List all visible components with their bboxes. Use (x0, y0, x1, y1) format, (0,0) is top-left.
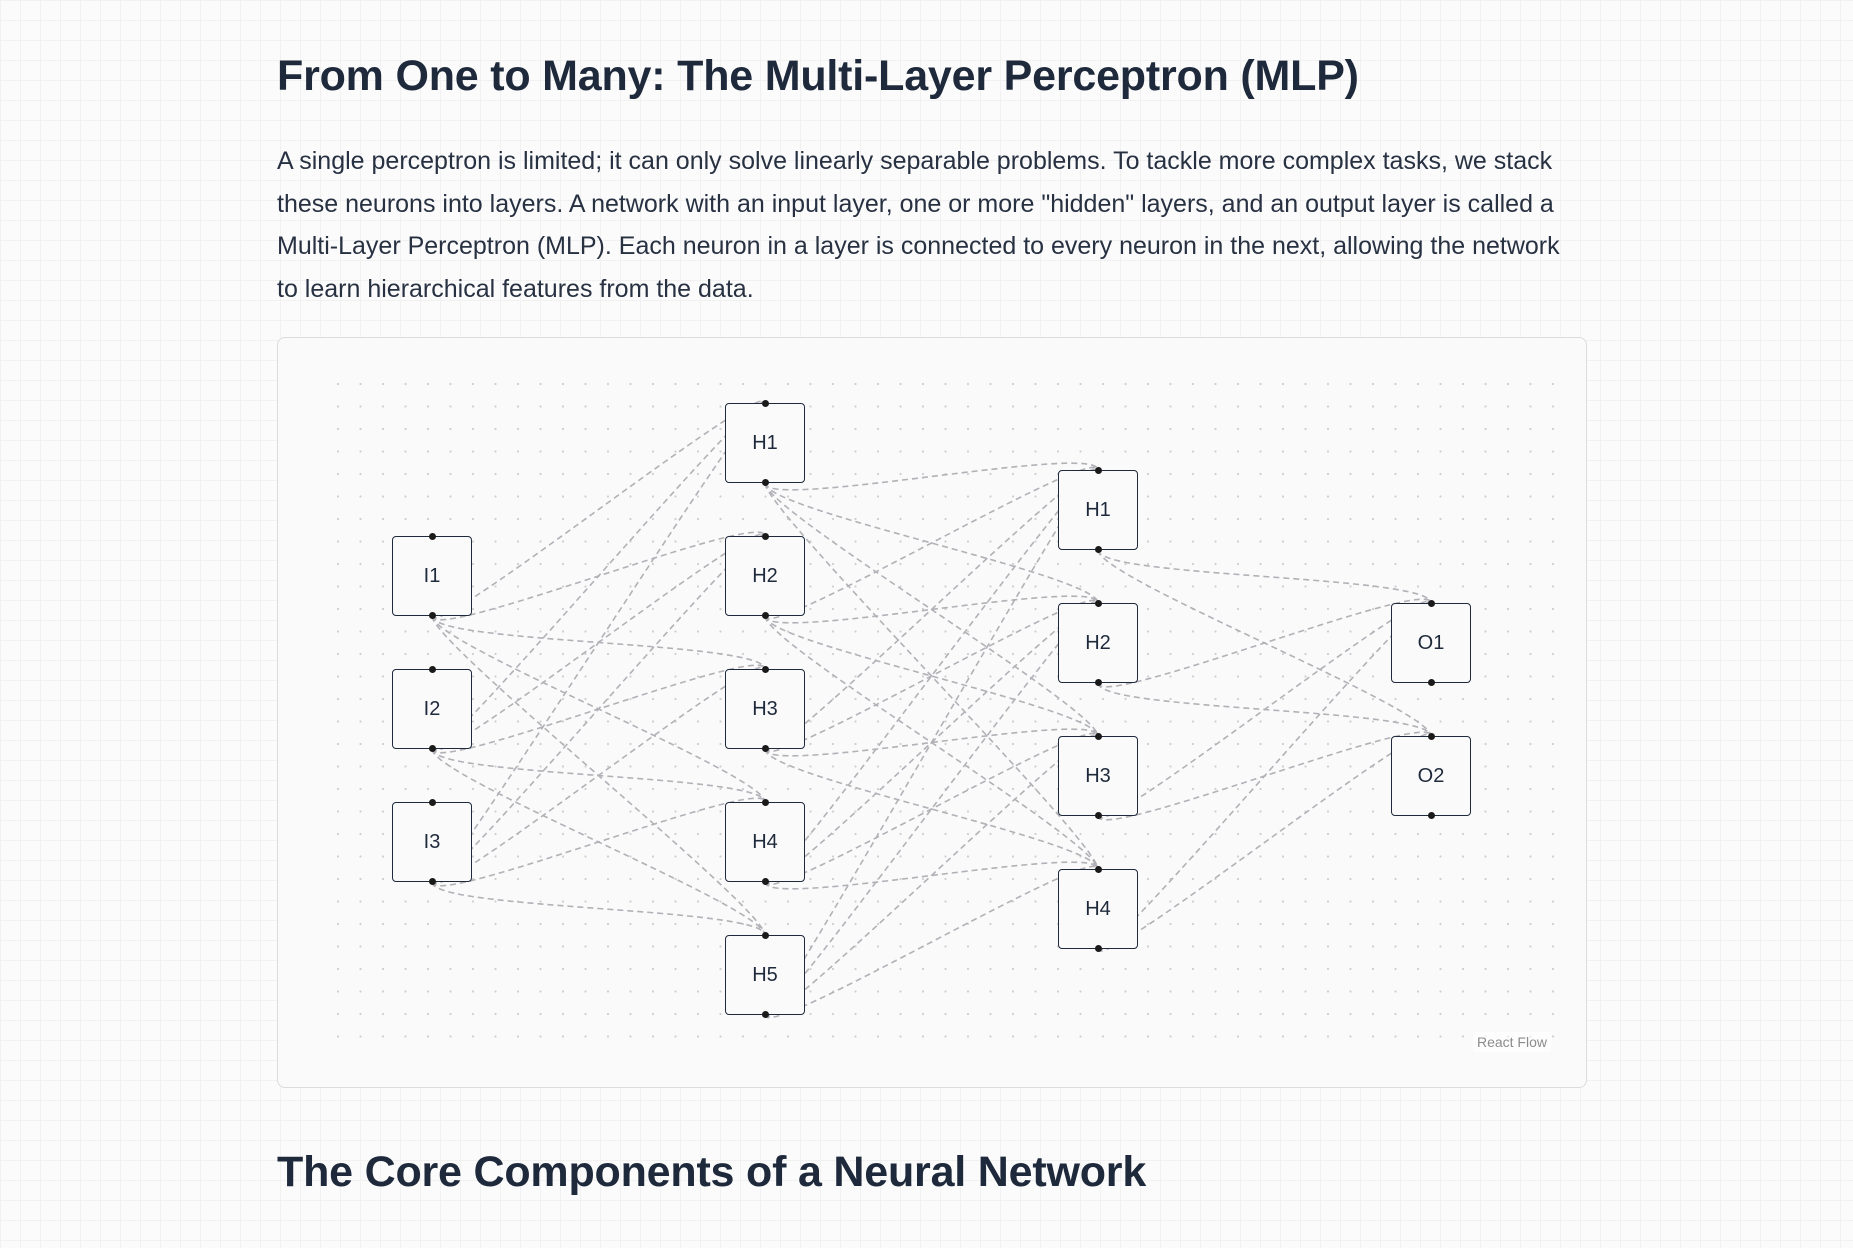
target-handle[interactable] (761, 666, 769, 673)
node-label: H1 (1085, 498, 1111, 521)
target-handle[interactable] (761, 799, 769, 806)
node-label: H2 (1085, 631, 1111, 654)
source-handle[interactable] (1094, 945, 1102, 952)
target-handle[interactable] (761, 932, 769, 939)
edge-h2b-o1 (1097, 598, 1432, 688)
node-label: H3 (752, 697, 778, 720)
node-label: H5 (752, 963, 778, 986)
node-i1[interactable]: I1 (392, 533, 472, 619)
node-label: H3 (1085, 764, 1111, 787)
target-handle[interactable] (1094, 733, 1102, 740)
edge-i3-h1c (431, 666, 766, 885)
source-handle[interactable] (1094, 546, 1102, 553)
node-label: O2 (1417, 764, 1445, 787)
edge-h1c-h2a (764, 467, 1099, 752)
edge-h1c-h2b (764, 599, 1099, 753)
node-h1b[interactable]: H2 (725, 533, 805, 619)
intro-paragraph: A single perceptron is limited; it can o… (277, 147, 1560, 303)
source-handle[interactable] (761, 612, 769, 619)
edges (431, 400, 1432, 1019)
source-handle[interactable] (1427, 679, 1435, 686)
source-handle[interactable] (761, 1011, 769, 1018)
edge-h1d-h2d (764, 861, 1099, 890)
source-handle[interactable] (761, 479, 769, 486)
edge-i3-h1e (431, 881, 766, 936)
edge-h1b-h2b (764, 595, 1099, 624)
node-h1a[interactable]: H1 (725, 400, 805, 486)
node-h2d[interactable]: H4 (1058, 866, 1138, 952)
target-handle[interactable] (428, 533, 436, 540)
node-h2b[interactable]: H2 (1058, 600, 1138, 686)
target-handle[interactable] (761, 533, 769, 540)
source-handle[interactable] (1427, 812, 1435, 819)
target-handle[interactable] (428, 666, 436, 673)
edge-h1d-h2c (764, 732, 1099, 886)
edge-i3-h1d (431, 797, 766, 887)
source-handle[interactable] (761, 878, 769, 885)
edge-h1c-h2d (764, 748, 1099, 870)
source-handle[interactable] (428, 612, 436, 619)
node-label: I3 (423, 830, 441, 853)
source-handle[interactable] (761, 745, 769, 752)
next-section-title: The Core Components of a Neural Network (277, 1148, 1147, 1196)
node-h1e[interactable]: H5 (725, 932, 805, 1018)
node-i3[interactable]: I3 (392, 799, 472, 885)
source-handle[interactable] (428, 878, 436, 885)
edge-h1b-h2c (764, 615, 1099, 737)
node-label: H4 (752, 830, 778, 853)
node-o2[interactable]: O2 (1391, 733, 1471, 819)
react-flow-attribution[interactable]: React Flow (1472, 1032, 1551, 1052)
target-handle[interactable] (428, 799, 436, 806)
edge-h1c-h2c (764, 728, 1099, 757)
node-label: I1 (423, 564, 441, 587)
target-handle[interactable] (1094, 600, 1102, 607)
node-h2c[interactable]: H3 (1058, 733, 1138, 819)
source-handle[interactable] (1094, 812, 1102, 819)
node-label: H1 (752, 431, 778, 454)
node-label: O1 (1417, 631, 1445, 654)
target-handle[interactable] (1094, 866, 1102, 873)
source-handle[interactable] (428, 745, 436, 752)
target-handle[interactable] (1094, 467, 1102, 474)
node-o1[interactable]: O1 (1391, 600, 1471, 686)
edge-i2-h1a (431, 400, 766, 752)
edge-i3-h1a (431, 401, 766, 884)
node-label: H4 (1085, 897, 1111, 920)
node-h2a[interactable]: H1 (1058, 467, 1138, 553)
edge-h1a-h2a (764, 462, 1099, 491)
edge-h2a-o1 (1097, 549, 1432, 604)
target-handle[interactable] (1427, 600, 1435, 607)
edge-h1e-h2c (764, 733, 1099, 1018)
node-h1c[interactable]: H3 (725, 666, 805, 752)
target-handle[interactable] (1427, 733, 1435, 740)
edge-h2c-o1 (1097, 600, 1432, 819)
edge-i3-h1b (431, 533, 766, 885)
source-handle[interactable] (1094, 679, 1102, 686)
diagram-canvas (336, 382, 1555, 1038)
node-i2[interactable]: I2 (392, 666, 472, 752)
node-label: H2 (752, 564, 778, 587)
target-handle[interactable] (761, 400, 769, 407)
edge-i1-h1a (431, 400, 766, 619)
edge-h1a-h2b (764, 482, 1099, 604)
section-title: From One to Many: The Multi-Layer Percep… (277, 52, 1359, 100)
edge-h1e-h2a (764, 468, 1099, 1017)
node-h1d[interactable]: H4 (725, 799, 805, 885)
node-label: I2 (423, 697, 441, 720)
